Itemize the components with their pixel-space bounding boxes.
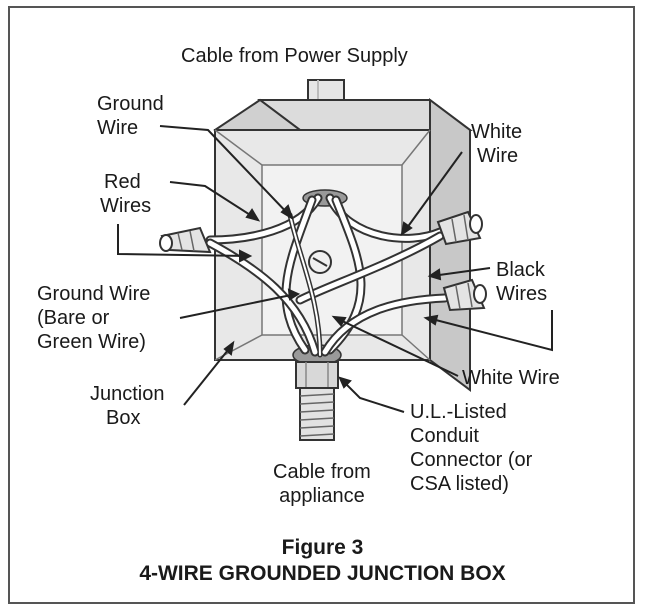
appliance-cable (299, 387, 335, 441)
wire-nut-left (159, 226, 212, 254)
label-line: White (471, 121, 523, 143)
label-line: Red (104, 171, 141, 193)
ground-screw (308, 250, 332, 274)
label-line: Box (106, 407, 141, 429)
label-line: Conduit (410, 425, 479, 447)
label-line: Black (496, 259, 545, 281)
label-line: Green Wire) (37, 331, 146, 353)
label-line: Connector (or (410, 449, 533, 471)
label-line: appliance (279, 485, 365, 507)
ground-wire-left-label: Ground Wire (Bare or Green Wire) (37, 282, 150, 354)
figure-title: 4-WIRE GROUNDED JUNCTION BOX (139, 562, 506, 585)
junction-box (213, 98, 473, 392)
label-line: CSA listed) (410, 473, 509, 495)
leader-lines (117, 125, 553, 413)
label-line: U.L.-Listed (410, 401, 507, 423)
white-wire-bottom-label: White Wire (462, 367, 560, 389)
label-line: Ground Wire (37, 283, 151, 305)
label-line: (Bare or (37, 307, 110, 329)
appliance-cable-label: Cable from appliance (273, 460, 371, 508)
red-wires-label: Red Wires (100, 170, 151, 218)
wire-nut-top-right (436, 210, 483, 246)
white-wire-top-label: White Wire (471, 120, 522, 168)
label-line: Wire (97, 117, 139, 139)
label-line: Wires (100, 195, 152, 217)
wire-nut-bottom-right (442, 278, 487, 312)
conduit-connector-label: U.L.-Listed Conduit Connector (or CSA li… (410, 400, 532, 496)
ground-wire-top-label: Ground Wire (97, 92, 164, 140)
label-line: Wires (496, 283, 548, 305)
label-line: Ground (97, 93, 164, 115)
conduit-connector (295, 361, 339, 389)
label-line: Junction (90, 383, 165, 405)
label-line: Cable from (273, 461, 371, 483)
label-line: Wire (477, 145, 519, 167)
figure-number: Figure 3 (281, 536, 364, 559)
wires (205, 193, 450, 358)
junction-box-label: Junction Box (90, 382, 165, 430)
power-supply-label: Cable from Power Supply (181, 45, 408, 67)
black-wires-label: Black Wires (496, 258, 547, 306)
